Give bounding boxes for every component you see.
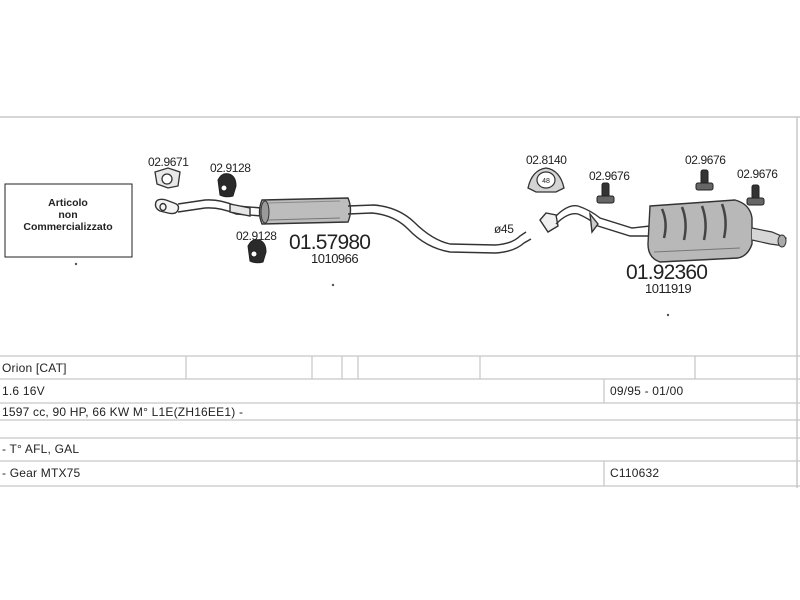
front-box-oe: 1010966 (311, 251, 358, 266)
clamp-ring-02-8140: 48 (527, 167, 565, 193)
note-line-2: non (58, 209, 77, 221)
marker-dot (331, 283, 335, 287)
label-02-9128-bottom: 02.9128 (236, 229, 277, 243)
rear-box-code: 01.92360 (626, 261, 707, 284)
hanger-02-9676-a (596, 182, 615, 204)
rear-box-oe: 1011919 (645, 281, 691, 296)
note-line-3: Commercializzato (23, 221, 112, 233)
vehicle-model: Orion [CAT] (2, 361, 67, 375)
vehicle-years: 09/95 - 01/00 (610, 384, 683, 398)
not-sold-note: Articolo non Commercializzato (4, 183, 133, 258)
vehicle-engine: 1.6 16V (2, 384, 45, 398)
hanger-02-9128-bottom (247, 239, 267, 264)
note-line-1: Articolo (48, 197, 88, 209)
front-silencer (258, 197, 352, 225)
front-box-code: 01.57980 (289, 231, 370, 254)
hanger-02-9676-b (695, 169, 714, 191)
label-02-8140: 02.8140 (526, 153, 567, 167)
label-02-9676-c: 02.9676 (737, 167, 778, 181)
catalog-code: C110632 (610, 466, 659, 480)
rear-pipe (539, 205, 651, 237)
vehicle-body: - T° AFL, GAL (2, 442, 79, 456)
label-02-9671: 02.9671 (148, 155, 189, 169)
clamp-size: 48 (542, 178, 550, 185)
hanger-02-9128-top (217, 173, 237, 198)
rear-silencer (647, 199, 787, 263)
marker-dot (74, 262, 78, 266)
bracket-02-9671 (154, 167, 181, 189)
front-pipe (154, 198, 263, 217)
pipe-diameter: ø45 (494, 222, 514, 236)
vehicle-table (0, 355, 800, 487)
label-02-9676-a: 02.9676 (589, 169, 630, 183)
marker-dot (666, 313, 670, 317)
label-02-9676-b: 02.9676 (685, 153, 726, 167)
hanger-02-9676-c (746, 184, 765, 206)
vehicle-gearbox: - Gear MTX75 (2, 466, 81, 480)
intermediate-pipe (347, 204, 532, 254)
label-02-9128-top: 02.9128 (210, 161, 251, 175)
vehicle-specs: 1597 cc, 90 HP, 66 KW M° L1E(ZH16EE1) - (2, 405, 243, 419)
